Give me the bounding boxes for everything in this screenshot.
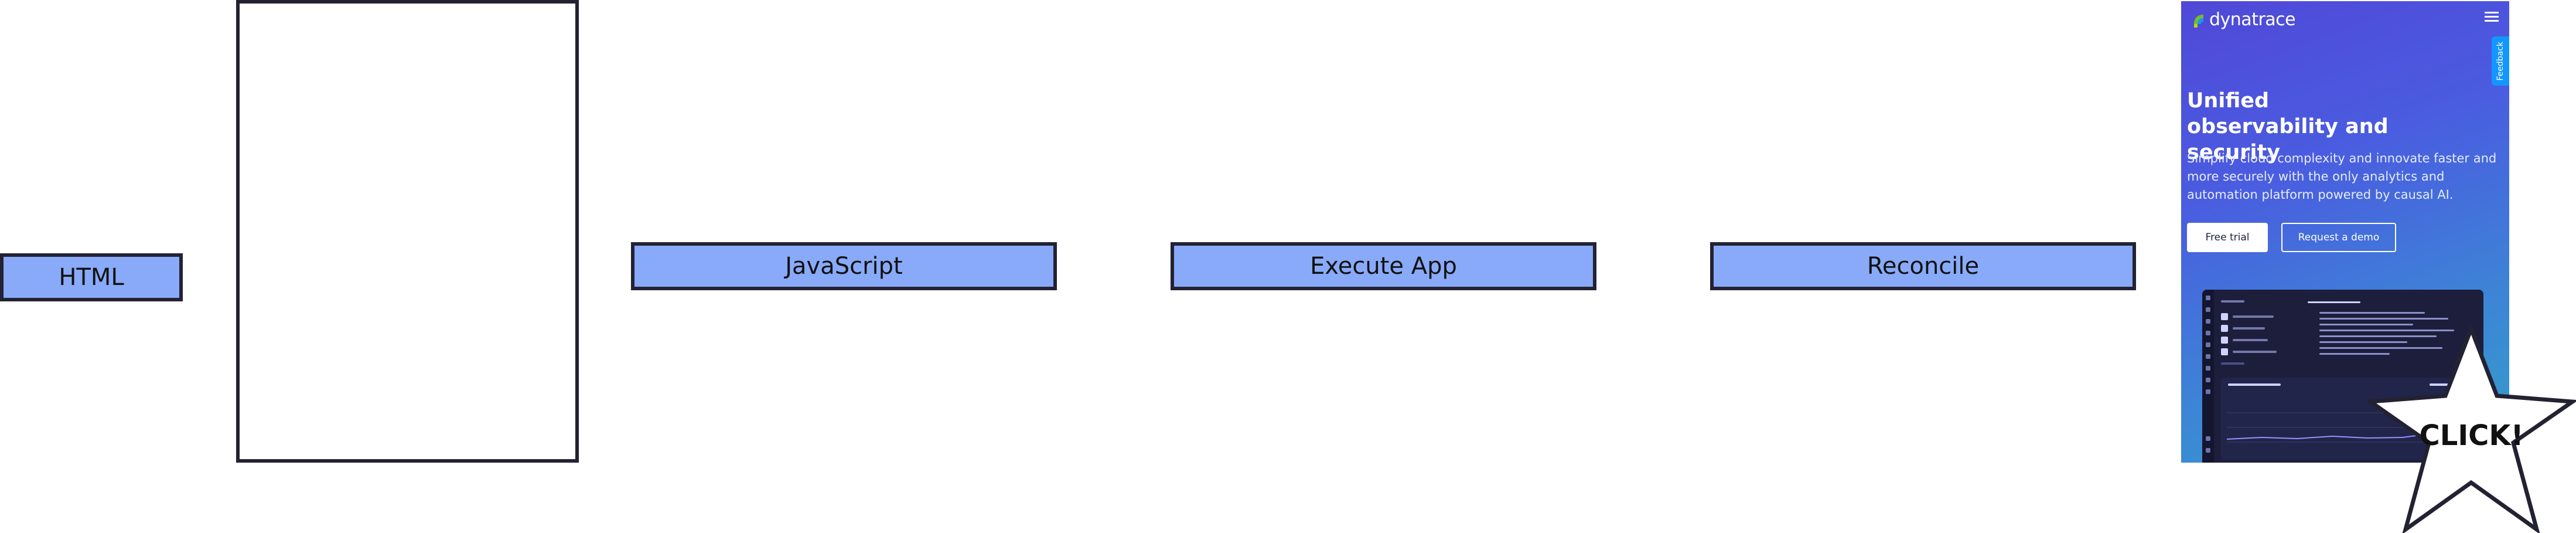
preview-sidebar-icon xyxy=(2206,389,2210,394)
preview-code-line xyxy=(2319,347,2442,349)
hero-title: Unified observability and security xyxy=(2187,89,2389,164)
preview-list-row xyxy=(2221,313,2291,320)
preview-list-row xyxy=(2221,325,2291,332)
hero-subtitle: Simplify cloud complexity and innovate f… xyxy=(2187,151,2497,202)
preview-sidebar-icon xyxy=(2206,366,2210,371)
preview-chart-label xyxy=(2228,383,2281,386)
execute-app-stage-box: Execute App xyxy=(1171,242,1596,290)
click-indicator: CLICK! xyxy=(2367,325,2576,533)
preview-code-line xyxy=(2308,301,2360,303)
feedback-label: Feedback xyxy=(2496,41,2505,81)
preview-sidebar-icon xyxy=(2206,319,2210,324)
click-label: CLICK! xyxy=(2419,419,2524,452)
preview-code-panel xyxy=(2308,301,2472,378)
preview-sidebar-icon xyxy=(2206,307,2210,312)
blank-page-frame xyxy=(236,0,579,463)
preview-code-line xyxy=(2319,324,2413,325)
preview-sidebar-icon xyxy=(2206,448,2210,453)
preview-sidebar-icon xyxy=(2206,331,2210,335)
free-trial-button[interactable]: Free trial xyxy=(2187,223,2268,252)
html-stage-label: HTML xyxy=(59,264,124,291)
preview-code-line xyxy=(2319,341,2407,343)
star-burst-icon xyxy=(2367,325,2576,533)
preview-list-row xyxy=(2221,360,2291,367)
preview-sidebar-icon xyxy=(2206,296,2210,300)
execute-app-stage-label: Execute App xyxy=(1310,253,1457,280)
brand-name: dynatrace xyxy=(2209,9,2296,30)
request-demo-button[interactable]: Request a demo xyxy=(2281,223,2396,252)
preview-code-line xyxy=(2319,330,2454,331)
preview-code-line xyxy=(2319,335,2437,337)
feedback-tab[interactable]: Feedback xyxy=(2492,36,2509,86)
preview-sidebar-icon xyxy=(2206,436,2210,441)
brand-logo[interactable]: dynatrace xyxy=(2192,9,2296,30)
preview-list-heading xyxy=(2221,300,2244,303)
preview-list-panel xyxy=(2221,298,2297,374)
preview-code-line xyxy=(2319,312,2425,314)
rendered-app-screenshot: dynatrace Feedback Unified observability… xyxy=(2181,1,2509,463)
preview-sidebar xyxy=(2202,290,2214,463)
reconcile-stage-box: Reconcile xyxy=(1710,242,2136,290)
preview-code-line xyxy=(2319,318,2448,320)
javascript-stage-box: JavaScript xyxy=(631,242,1057,290)
dynatrace-logo-icon xyxy=(2194,14,2203,28)
reconcile-stage-label: Reconcile xyxy=(1867,253,1980,280)
preview-list-row xyxy=(2221,348,2291,355)
preview-list-row xyxy=(2221,337,2291,344)
preview-sidebar-icon xyxy=(2206,354,2210,359)
javascript-stage-label: JavaScript xyxy=(785,253,903,280)
preview-sidebar-icon xyxy=(2206,378,2210,382)
preview-code-line xyxy=(2319,353,2390,355)
preview-sidebar-icon xyxy=(2206,342,2210,347)
html-stage-box: HTML xyxy=(0,253,183,301)
menu-icon[interactable] xyxy=(2485,11,2499,23)
